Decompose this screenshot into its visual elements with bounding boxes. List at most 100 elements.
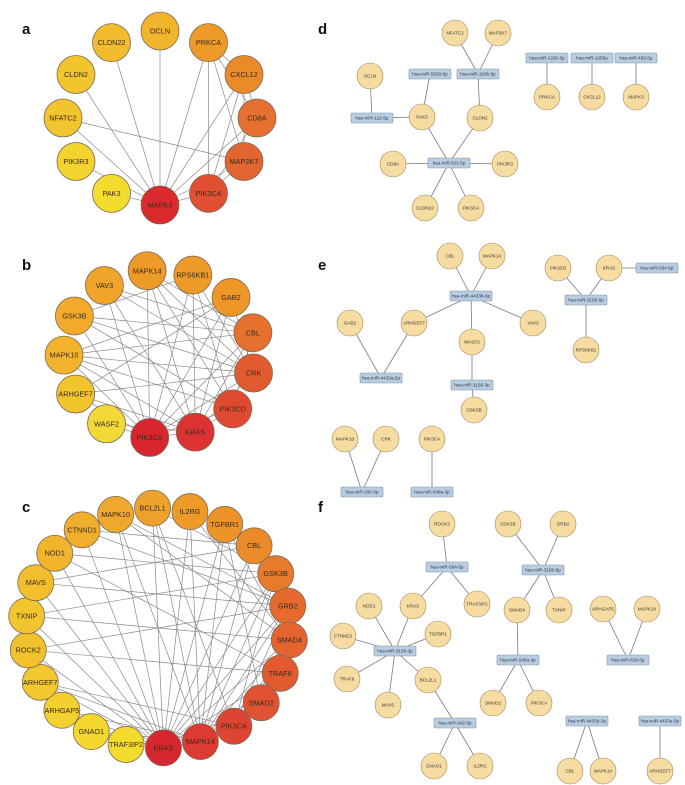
node-label: NFATC2 <box>49 114 76 123</box>
node-circle <box>87 404 126 444</box>
node-circle <box>56 142 96 181</box>
node-label: PAK3 <box>102 189 120 198</box>
node-circle <box>43 98 83 138</box>
gene-circle <box>491 150 519 178</box>
mirna-node-hsa-mir-1255a: hsa-miR-1255a <box>570 52 614 64</box>
edge-pik3ca-mapk10 <box>63 354 150 438</box>
gene-label: CBL <box>446 254 455 259</box>
node-label: PRKCA <box>196 38 221 47</box>
edge-crk-mapk10 <box>63 354 254 374</box>
gene-circle <box>589 595 617 623</box>
mirna-box <box>410 486 454 498</box>
edge-traf6-rock2 <box>28 649 281 674</box>
gene-circle <box>466 104 494 132</box>
gene-circle <box>458 328 486 356</box>
node-mavs: MAVS <box>17 564 55 602</box>
node-tgfbr1: TGFBR1 <box>206 506 244 543</box>
edge-bcl2l1-mapk14 <box>152 508 201 742</box>
gene-label: MAPK3 <box>628 95 644 100</box>
mirna-node-hsa-mir-564-5p: hsa-miR-564-5p <box>635 262 679 274</box>
mirna-label: hsa-miR-193b-5p <box>460 72 496 77</box>
node-rps6kb1: RPS6KB1 <box>173 255 213 295</box>
node-label: KRAS <box>154 743 174 752</box>
node-label: PIK3CD <box>220 404 246 413</box>
gene-node-vav3: VAV3 <box>519 309 547 337</box>
gene-label: PIK3CA <box>424 437 441 442</box>
node-label: PIK3CA <box>137 433 163 442</box>
gene-circle <box>478 242 506 270</box>
edge-cbl-gsk3b <box>74 315 253 334</box>
mirna-label: hsa-miR-3158-5p <box>568 298 604 303</box>
gene-node-cbl: CBL <box>556 757 584 785</box>
gene-node-arhgef7: ARHGEF7 <box>400 309 428 337</box>
node-label: ARHGAP5 <box>44 706 79 715</box>
gene-node-mapk14: MAPK14 <box>478 242 506 270</box>
panel-label-d: d <box>318 21 327 38</box>
node-cd8a: CD8A <box>237 98 277 138</box>
gene-circle <box>414 666 442 694</box>
gene-circle <box>355 592 383 620</box>
gene-circle <box>374 691 402 719</box>
node-label: ARHGEF7 <box>23 678 57 687</box>
edge-cbl-pik3ca <box>149 332 254 438</box>
gene-node-gsk3b: GSK3B <box>460 396 488 424</box>
node-circle <box>261 654 299 692</box>
gene-circle <box>336 309 364 337</box>
edge-cd8a-mapk3 <box>159 117 258 206</box>
node-smad2: SMAD2 <box>242 684 280 722</box>
node-circle <box>56 55 96 94</box>
mirna-node-hsa-mir-629-5p: hsa-miR-629-5p <box>606 654 650 666</box>
node-circle <box>134 489 171 527</box>
node-circle <box>224 142 264 181</box>
gene-node-mapk10: MAPK10 <box>633 595 661 623</box>
gene-node-grb2: GRB2 <box>549 510 577 538</box>
gene-circle <box>494 510 522 538</box>
gene-node-mapk3: MAPK3 <box>622 83 650 111</box>
node-label: SMAD2 <box>249 698 274 707</box>
edge-cbl-ctnnd1 <box>82 529 255 547</box>
panel-label-b: b <box>22 257 31 274</box>
node-mapk3: MAPK3 <box>140 185 180 225</box>
gene-node-rps6kb1: RPS6KB1 <box>572 336 600 364</box>
node-smad4: SMAD4 <box>270 621 308 659</box>
edge-grb2-mapk10 <box>115 514 288 607</box>
mirna-node-hsa-mir-3158-5p: hsa-miR-3158-5p <box>521 564 565 576</box>
node-ctnnd1: CTNND1 <box>63 511 101 549</box>
gene-label: KRAS <box>603 266 616 271</box>
node-label: PIK3CA <box>221 722 247 731</box>
mirna-box <box>635 262 679 274</box>
node-cxcl12: CXCL12 <box>224 55 264 94</box>
node-circle <box>206 506 244 543</box>
node-label: MAP2K7 <box>230 157 259 166</box>
node-gsk3b: GSK3B <box>257 555 295 593</box>
mirna-node-hsa-mir-3158-3p: hsa-miR-3158-3p <box>373 645 417 657</box>
panel-label-a: a <box>22 21 31 38</box>
gene-node-pik3ca: PIK3CA <box>457 194 485 222</box>
gene-node-traf3ip2: TRAF3IP2 <box>463 590 491 618</box>
mirna-node-hsa-mir-330-3p: hsa-miR-330-3p <box>340 486 384 498</box>
edge-tgfbr1-kras <box>163 524 226 748</box>
gene-node-arhgef7: ARHGEF7 <box>646 757 674 785</box>
mirna-label: hsa-miR-1260-3p <box>529 56 565 61</box>
gene-node-pik3cd: PIK3CD <box>544 254 572 282</box>
node-pik3ca: PIK3CA <box>215 707 253 745</box>
node-circle <box>56 374 96 414</box>
node-gab2: GAB2 <box>211 278 251 317</box>
node-label: CRK <box>246 369 262 378</box>
edge-cxcl12-mapk3 <box>159 74 245 206</box>
node-label: MAPK14 <box>186 737 215 746</box>
node-label: KRAS <box>185 428 205 437</box>
node-label: CXCL12 <box>230 70 258 79</box>
gene-node-wasf2: WASF2 <box>458 328 486 356</box>
node-vav3: VAV3 <box>85 266 124 305</box>
panel-label-f: f <box>318 499 324 516</box>
mirna-node-hsa-mir-4433b-3p: hsa-miR-4433b-3p <box>565 715 609 727</box>
gene-label: CD8A <box>387 162 400 167</box>
node-pik3cd: PIK3CD <box>213 389 253 429</box>
mirna-label: hsa-miR-4433a-5p <box>362 376 400 381</box>
node-wasf2: WASF2 <box>87 404 126 444</box>
gene-label: BCL2L1 <box>420 678 437 683</box>
gene-node-arhgap5: ARHGAP5 <box>589 595 617 623</box>
